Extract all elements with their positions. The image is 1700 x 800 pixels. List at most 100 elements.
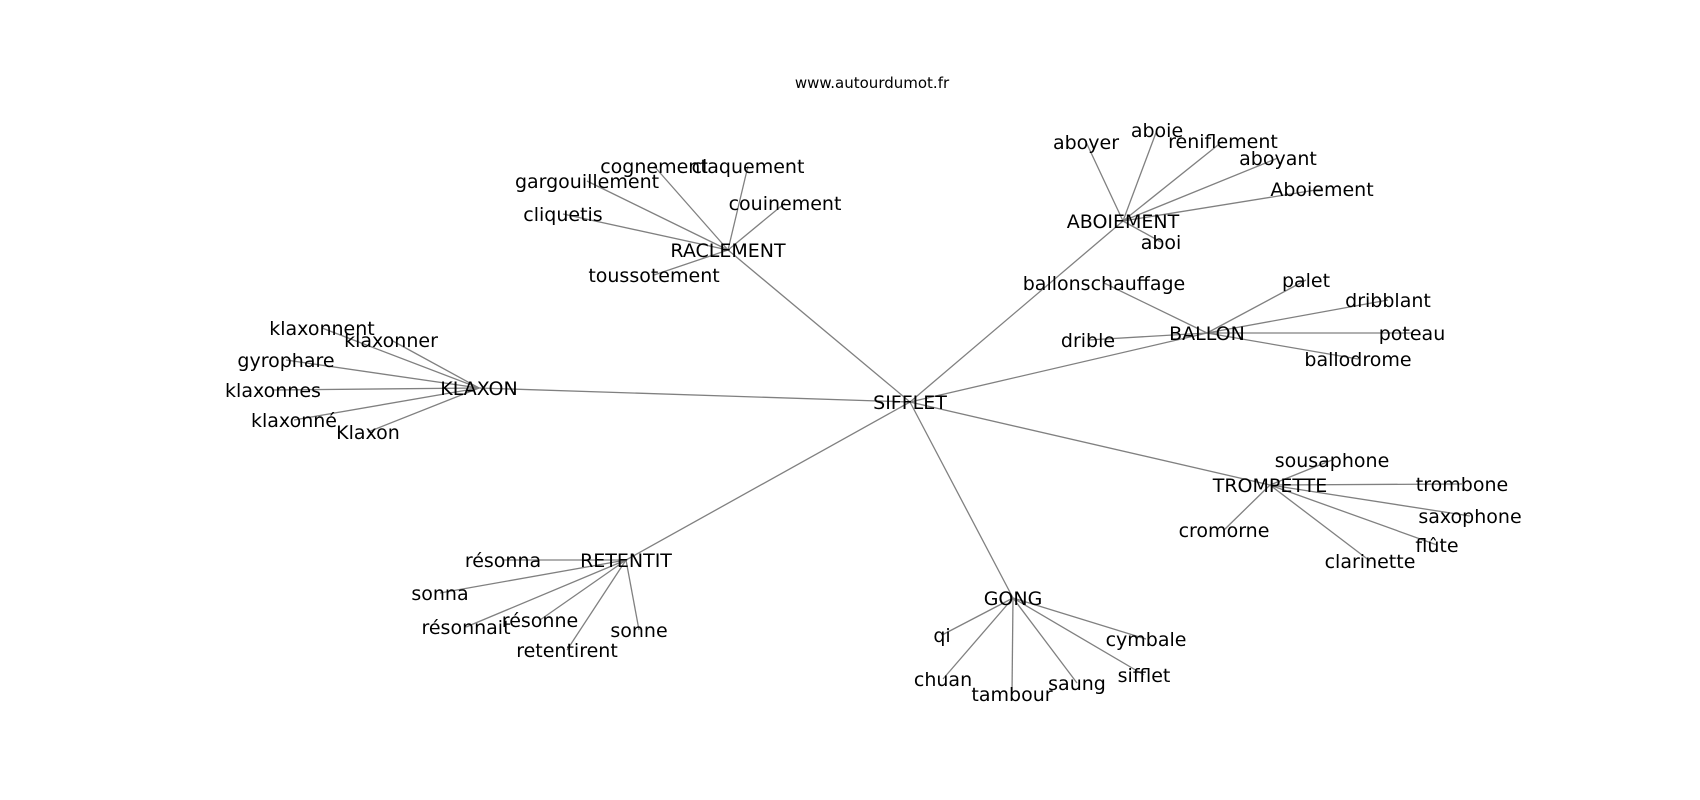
node-word: résonna <box>465 550 541 572</box>
edge-center-4 <box>909 401 1271 486</box>
node-hub: RETENTIT <box>580 550 672 572</box>
node-word: drible <box>1061 330 1115 352</box>
edge-4-2 <box>1269 484 1471 517</box>
node-word: cromorne <box>1179 520 1270 542</box>
edge-center-0 <box>727 249 911 403</box>
edge-6-4 <box>1012 597 1078 684</box>
edge-6-5 <box>1011 597 1014 695</box>
edge-6-3 <box>942 597 1014 680</box>
node-word: résonne <box>502 610 578 632</box>
edge-0-3 <box>727 202 786 251</box>
edge-3-3 <box>272 387 480 391</box>
edge-0-0 <box>653 165 729 251</box>
edge-5-3 <box>465 559 627 628</box>
node-word: chuan <box>914 669 972 691</box>
site-label: www.autourdumot.fr <box>795 74 950 92</box>
graph-edges <box>272 129 1471 695</box>
edge-5-1 <box>439 559 627 594</box>
node-word: trombone <box>1416 474 1508 496</box>
edge-3-4 <box>293 387 480 421</box>
node-word: saxophone <box>1418 506 1521 528</box>
node-word: klaxonnes <box>225 380 321 402</box>
node-word: sifflet <box>1118 665 1171 687</box>
node-word: qi <box>933 625 950 647</box>
node-word: reniflement <box>1168 131 1278 153</box>
node-word: gyrophare <box>237 350 334 372</box>
node-word: poteau <box>1379 323 1446 345</box>
edge-5-4 <box>625 559 640 631</box>
edge-2-4 <box>1087 332 1208 341</box>
node-word: klaxonné <box>251 410 337 432</box>
node-hub: RACLEMENT <box>670 240 786 262</box>
edge-6-2 <box>1012 597 1145 676</box>
edge-2-1 <box>1206 279 1307 334</box>
node-word: cliquetis <box>523 204 602 226</box>
edge-4-0 <box>1269 459 1333 486</box>
node-word: flûte <box>1415 535 1458 557</box>
node-word: aboie <box>1131 120 1183 142</box>
node-hub: GONG <box>984 588 1043 610</box>
edge-6-0 <box>941 597 1014 636</box>
node-word: tambour <box>971 684 1052 706</box>
node-word: ballodrome <box>1304 349 1411 371</box>
edge-4-4 <box>1269 484 1438 546</box>
node-word: klaxonner <box>344 330 438 352</box>
node-word: saung <box>1048 673 1106 695</box>
node-word: résonnait <box>421 617 510 639</box>
node-word: Klaxon <box>336 422 400 444</box>
node-word: klaxonnent <box>269 318 374 340</box>
node-word: Aboiement <box>1270 179 1373 201</box>
node-word: sonne <box>610 620 667 642</box>
node-word: clarinette <box>1325 551 1416 573</box>
edge-4-5 <box>1269 484 1371 562</box>
node-hub: ABOIEMENT <box>1067 211 1180 233</box>
node-word: claquement <box>692 156 805 178</box>
node-word: aboyer <box>1053 132 1119 154</box>
edge-1-2 <box>1122 140 1224 222</box>
node-word: retentirent <box>516 640 618 662</box>
edge-1-0 <box>1085 141 1124 222</box>
edge-5-5 <box>566 559 627 651</box>
node-word: cymbale <box>1106 629 1187 651</box>
node-word: ballonschauffage <box>1023 273 1185 295</box>
edge-0-5 <box>653 249 729 276</box>
edge-3-0 <box>321 327 480 389</box>
node-word: couinement <box>729 193 842 215</box>
node-word: aboi <box>1141 232 1182 254</box>
node-center: SIFFLET <box>873 392 947 414</box>
node-word: sonna <box>411 583 468 605</box>
node-word: palet <box>1282 270 1330 292</box>
node-word: sousaphone <box>1275 450 1390 472</box>
edge-1-3 <box>1122 157 1279 222</box>
edge-2-2 <box>1206 299 1389 334</box>
edge-2-5 <box>1206 332 1359 360</box>
edge-4-1 <box>1269 483 1463 486</box>
edge-center-3 <box>478 387 911 403</box>
edge-6-1 <box>1012 597 1147 640</box>
edge-1-1 <box>1122 129 1158 222</box>
edge-0-2 <box>586 180 729 251</box>
edge-5-2 <box>539 559 627 621</box>
node-hub: TROMPETTE <box>1212 475 1328 497</box>
node-word: gargouillement <box>515 171 659 193</box>
edge-0-1 <box>727 165 749 251</box>
edge-center-6 <box>909 401 1014 599</box>
edge-1-5 <box>1122 220 1162 243</box>
edge-3-5 <box>367 387 480 433</box>
node-hub: BALLON <box>1169 323 1245 345</box>
node-hub: KLAXON <box>440 378 517 400</box>
edge-3-2 <box>285 359 480 389</box>
edge-2-0 <box>1103 282 1208 334</box>
edge-0-4 <box>562 213 729 251</box>
node-word: toussotement <box>588 265 719 287</box>
node-word: dribblant <box>1345 290 1431 312</box>
edge-center-5 <box>625 401 911 561</box>
edge-center-2 <box>909 332 1208 403</box>
node-word: cognement <box>600 156 708 178</box>
edge-center-1 <box>909 220 1124 403</box>
edge-1-4 <box>1122 188 1323 222</box>
edge-4-3 <box>1223 484 1271 531</box>
edge-3-1 <box>390 339 480 389</box>
